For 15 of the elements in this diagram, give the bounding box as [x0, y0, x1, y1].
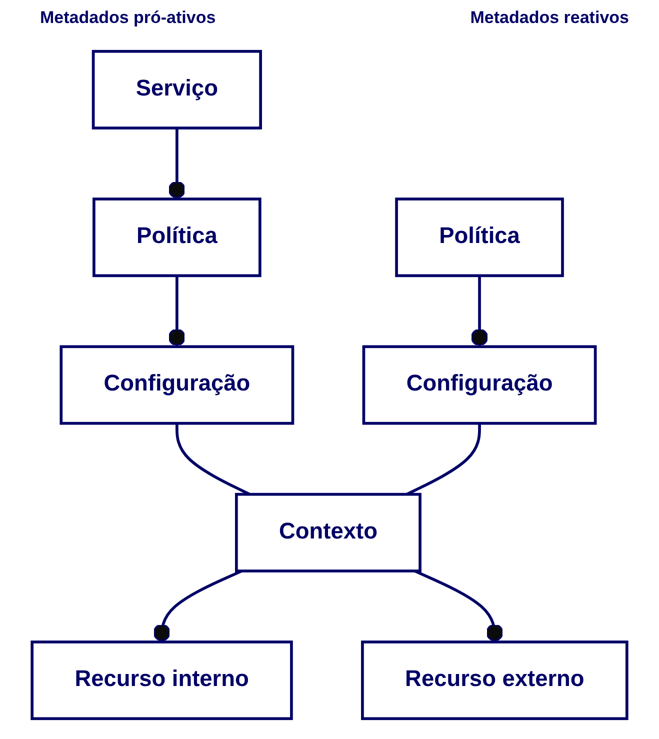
- connector: [168, 276, 186, 347]
- section-heading: Metadados pró-ativos: [40, 8, 216, 28]
- node-box: Política: [92, 198, 262, 278]
- node-box: Recurso externo: [361, 640, 628, 720]
- connector: [153, 570, 242, 642]
- connector: [414, 570, 504, 642]
- node-box: Configuração: [60, 345, 294, 425]
- connector: [470, 276, 488, 347]
- section-heading: Metadados reativos: [470, 8, 629, 28]
- node-box: Política: [395, 198, 564, 278]
- connector: [168, 128, 186, 199]
- node-box: Serviço: [92, 50, 262, 130]
- node-box: Contexto: [235, 492, 422, 572]
- node-box: Recurso interno: [30, 640, 293, 720]
- node-box: Configuração: [362, 345, 597, 425]
